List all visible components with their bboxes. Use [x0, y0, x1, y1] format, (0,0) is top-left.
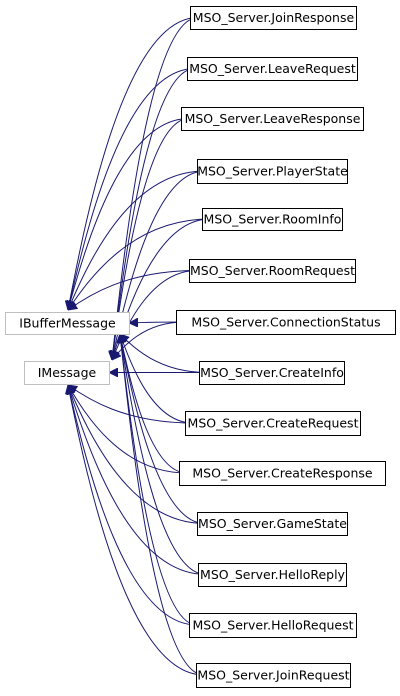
- node-box-connection-status: [176, 310, 396, 335]
- inheritance-edge-room-request-to-imessage: [112, 270, 198, 361]
- node-ibuffer[interactable]: IBufferMessage: [5, 312, 130, 335]
- node-label-room-info: MSO_Server.RoomInfo: [204, 212, 342, 227]
- inheritance-edge-create-request-to-ibuffer: [120, 334, 194, 424]
- node-box-leave-response: [181, 107, 364, 131]
- inheritance-edge-join-response-to-imessage: [112, 17, 199, 361]
- node-label-create-response: MSO_Server.CreateResponse: [192, 466, 373, 481]
- node-label-create-info: MSO_Server.CreateInfo: [200, 365, 344, 380]
- node-create-response[interactable]: MSO_Server.CreateResponse: [179, 461, 386, 486]
- node-connection-status[interactable]: MSO_Server.ConnectionStatus: [176, 310, 396, 335]
- edges-layer: [68, 17, 211, 676]
- inheritance-edge-game-state-to-ibuffer: [120, 334, 206, 524]
- node-label-room-request: MSO_Server.RoomRequest: [190, 263, 355, 278]
- node-label-join-response: MSO_Server.JoinResponse: [193, 10, 355, 25]
- node-box-join-request: [196, 663, 351, 688]
- node-create-request[interactable]: MSO_Server.CreateRequest: [185, 411, 361, 436]
- inheritance-edge-create-response-to-imessage: [68, 385, 188, 474]
- node-box-create-request: [185, 411, 361, 436]
- node-label-player-state: MSO_Server.PlayerState: [197, 164, 348, 179]
- node-label-hello-request: MSO_Server.HelloRequest: [192, 618, 353, 633]
- node-box-ibuffer: [5, 312, 130, 335]
- node-room-info[interactable]: MSO_Server.RoomInfo: [202, 208, 343, 231]
- inheritance-edge-join-response-to-ibuffer: [68, 17, 199, 311]
- node-box-create-info: [199, 361, 345, 385]
- node-label-leave-request: MSO_Server.LeaveRequest: [189, 61, 356, 76]
- node-leave-response[interactable]: MSO_Server.LeaveResponse: [181, 107, 364, 131]
- node-box-create-response: [179, 461, 386, 486]
- inheritance-edge-hello-reply-to-imessage: [68, 385, 207, 575]
- inheritance-edge-hello-reply-to-ibuffer: [120, 334, 207, 575]
- inheritance-edge-room-info-to-ibuffer: [68, 218, 211, 310]
- node-label-game-state: MSO_Server.GameState: [198, 516, 347, 531]
- node-hello-request[interactable]: MSO_Server.HelloRequest: [189, 613, 357, 638]
- inheritance-edge-player-state-to-ibuffer: [68, 170, 206, 310]
- node-hello-reply[interactable]: MSO_Server.HelloReply: [198, 563, 347, 587]
- node-box-join-response: [190, 6, 357, 30]
- node-box-room-info: [202, 208, 343, 231]
- node-leave-request[interactable]: MSO_Server.LeaveRequest: [187, 57, 358, 81]
- inheritance-edge-create-response-to-ibuffer: [120, 334, 188, 474]
- node-box-hello-reply: [198, 563, 347, 587]
- node-label-connection-status: MSO_Server.ConnectionStatus: [191, 315, 380, 330]
- inheritance-edge-join-request-to-imessage: [68, 385, 205, 676]
- node-label-leave-response: MSO_Server.LeaveResponse: [185, 111, 361, 126]
- inheritance-edge-leave-request-to-ibuffer: [68, 68, 196, 311]
- inheritance-edge-join-request-to-ibuffer: [120, 334, 205, 676]
- node-join-request[interactable]: MSO_Server.JoinRequest: [196, 663, 351, 688]
- node-label-join-request: MSO_Server.JoinRequest: [197, 668, 349, 683]
- inheritance-edge-hello-request-to-imessage: [68, 385, 198, 626]
- node-label-hello-reply: MSO_Server.HelloReply: [200, 567, 346, 582]
- node-room-request[interactable]: MSO_Server.RoomRequest: [189, 259, 356, 283]
- node-join-response[interactable]: MSO_Server.JoinResponse: [190, 6, 357, 30]
- node-box-hello-request: [189, 613, 357, 638]
- node-box-room-request: [189, 259, 356, 283]
- node-label-ibuffer: IBufferMessage: [19, 316, 116, 331]
- node-imessage[interactable]: IMessage: [24, 361, 110, 385]
- node-game-state[interactable]: MSO_Server.GameState: [197, 512, 348, 536]
- inheritance-edge-game-state-to-imessage: [68, 385, 206, 524]
- inheritance-edge-connection-status-to-imessage: [112, 321, 185, 360]
- node-box-leave-request: [187, 57, 358, 81]
- node-create-info[interactable]: MSO_Server.CreateInfo: [199, 361, 345, 385]
- node-box-imessage: [24, 361, 110, 385]
- node-player-state[interactable]: MSO_Server.PlayerState: [197, 159, 348, 184]
- node-box-player-state: [197, 159, 348, 184]
- inheritance-edge-room-request-to-ibuffer: [68, 270, 198, 311]
- node-box-game-state: [197, 512, 348, 536]
- inheritance-edge-leave-response-to-ibuffer: [68, 118, 190, 311]
- node-label-create-request: MSO_Server.CreateRequest: [188, 416, 359, 431]
- node-label-imessage: IMessage: [38, 365, 97, 380]
